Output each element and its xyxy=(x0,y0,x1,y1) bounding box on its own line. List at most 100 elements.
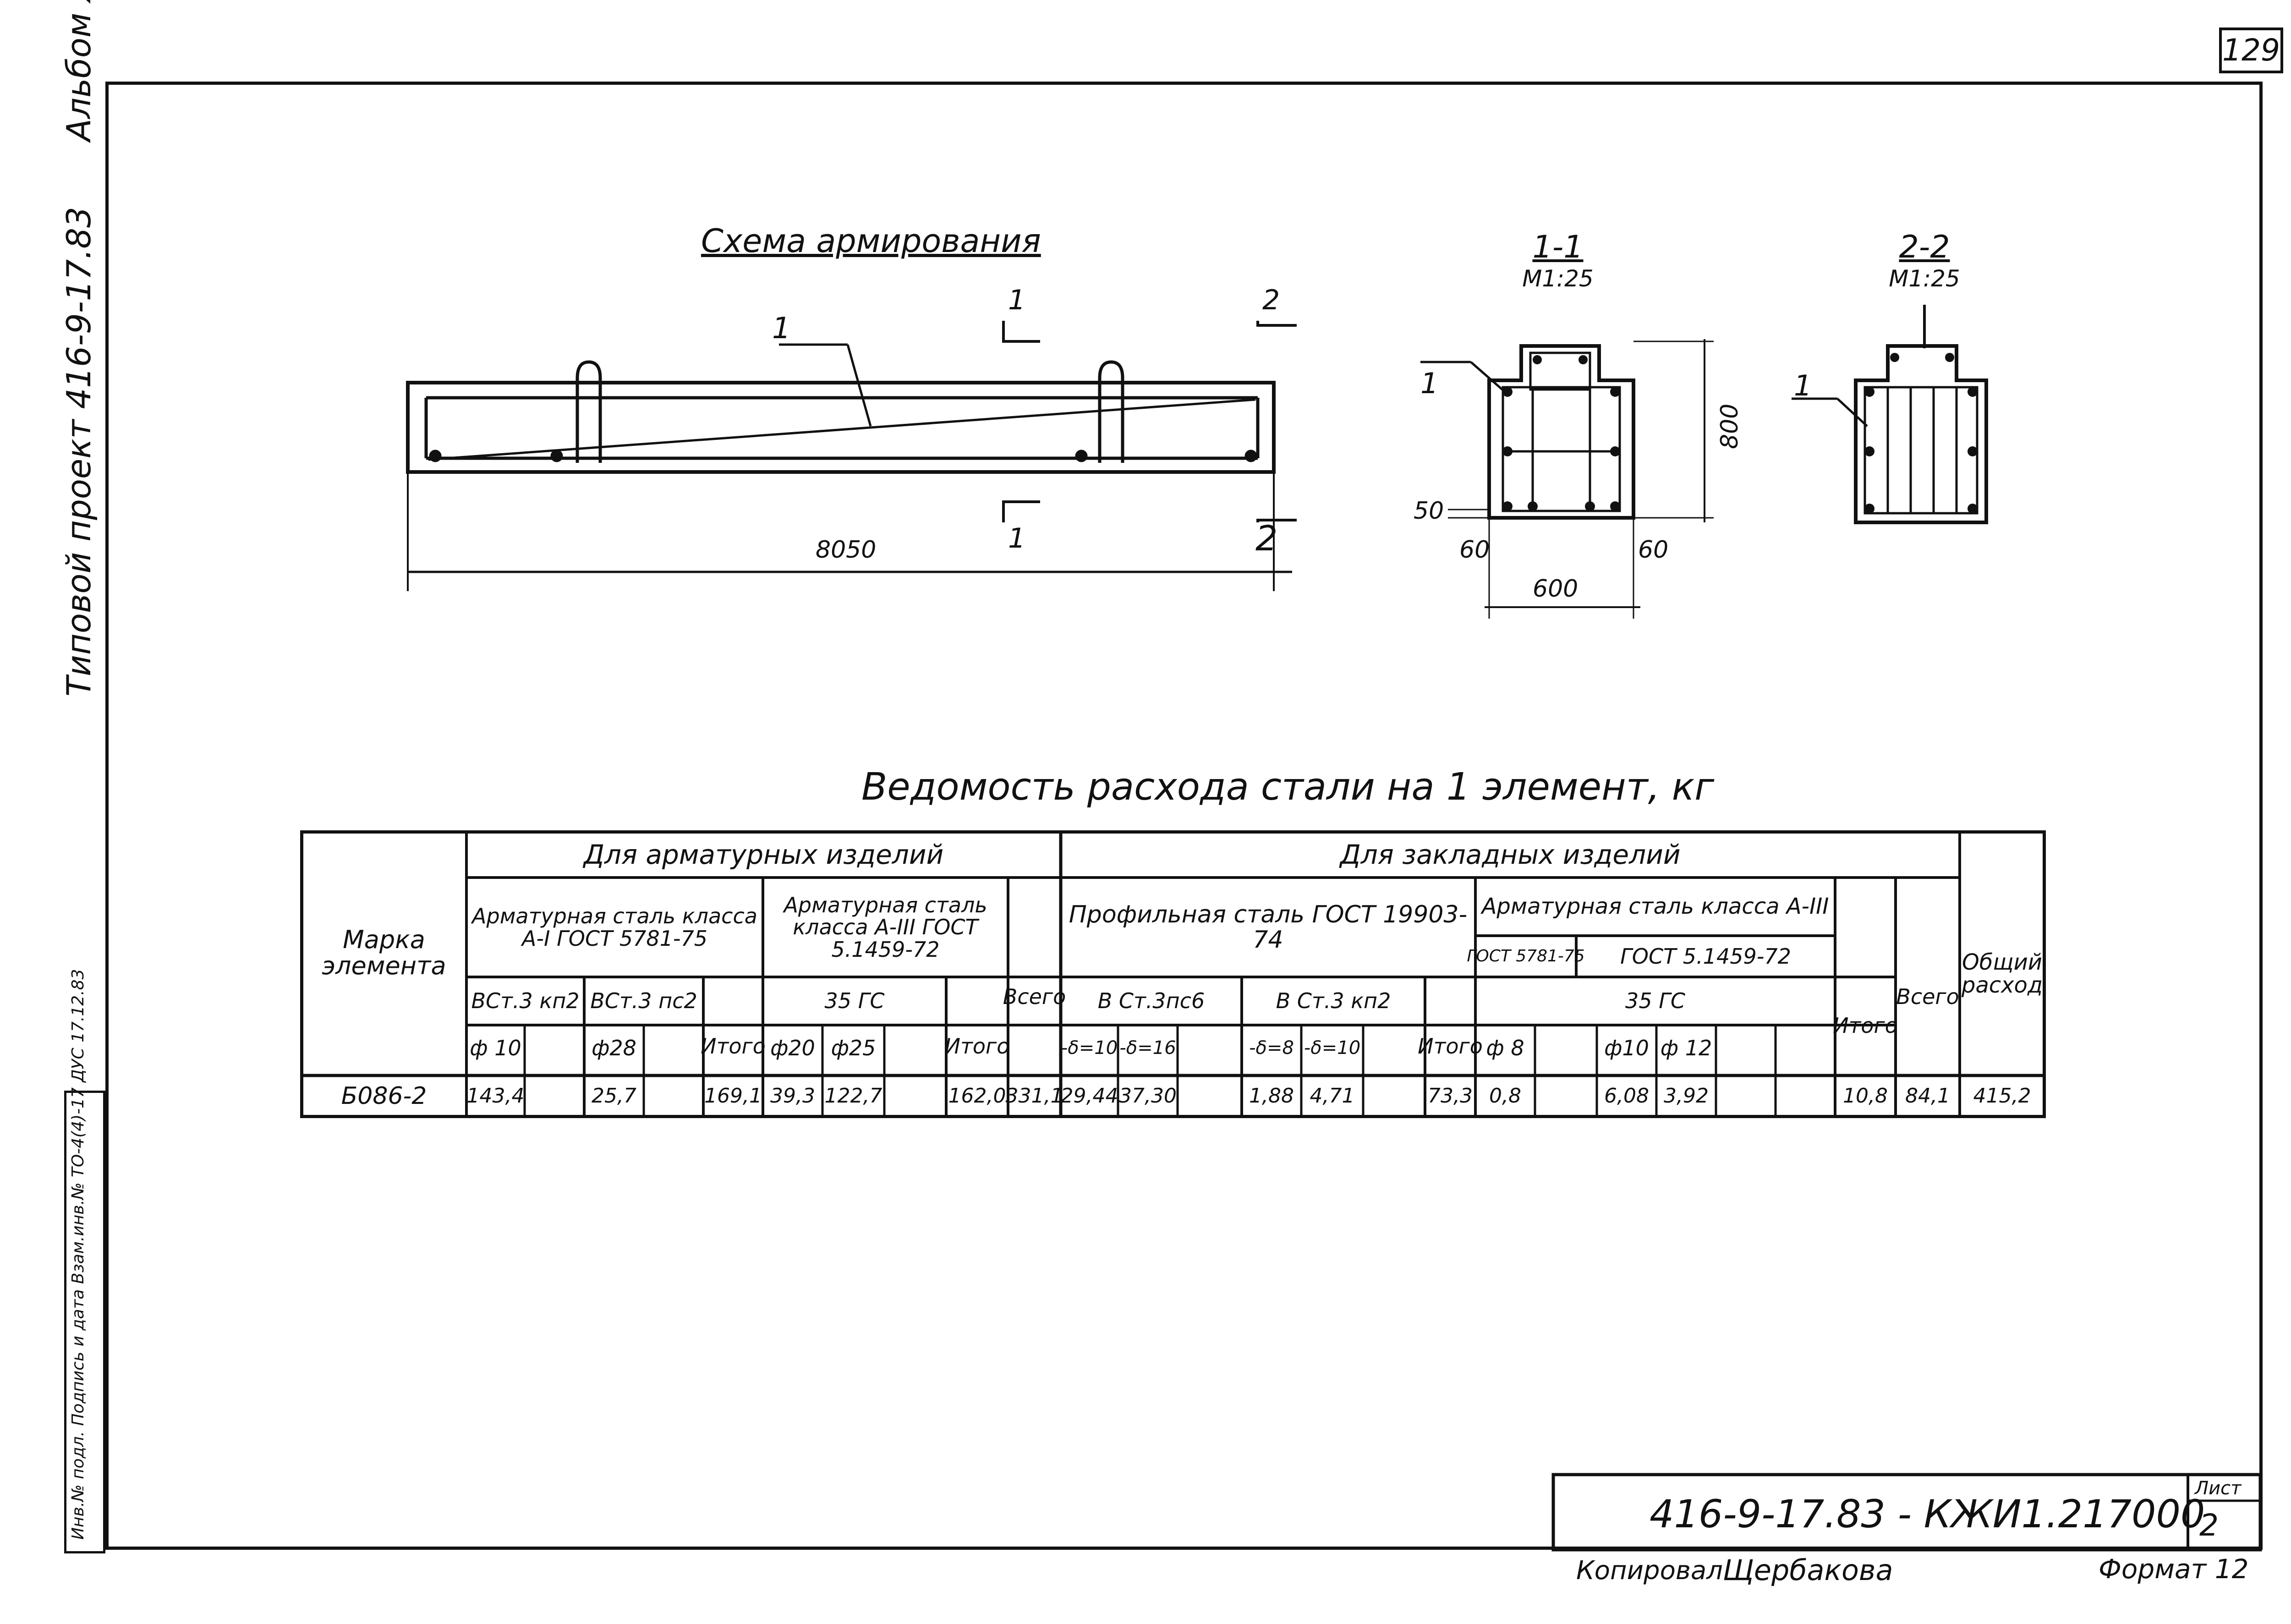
section-1-outline xyxy=(1487,344,1635,520)
dia-f10b: ф10 xyxy=(1604,1035,1649,1060)
document-number: 416-9-17.83 - КЖИ1.217000 xyxy=(1650,1492,2205,1536)
cell: 4,71 xyxy=(1310,1084,1355,1108)
sheet-number: 129 xyxy=(2219,27,2283,73)
col-a3: Арматурная сталь класса А-III ГОСТ 5.145… xyxy=(784,893,987,962)
callout-leader xyxy=(846,344,872,427)
section-1-scale: М1:25 xyxy=(1522,265,1594,292)
col-vst3ps2: ВСт.3 пс2 xyxy=(590,988,697,1014)
col-itogo-prof: Итого xyxy=(1418,1034,1483,1059)
section-mark-label: 1 xyxy=(1008,522,1026,554)
cell: 0,8 xyxy=(1489,1084,1521,1108)
col-itogo-z: Итого xyxy=(1833,1013,1898,1038)
section-1-cage xyxy=(1502,386,1621,512)
cell: 3,92 xyxy=(1664,1084,1709,1108)
section-mark-1-top xyxy=(1002,321,1040,343)
col-itogo-a1: Итого xyxy=(701,1034,766,1059)
section-1-label: 1-1 xyxy=(1532,229,1584,265)
section-mark-2-bottom xyxy=(1256,519,1297,522)
col-itogo-a3: Итого xyxy=(944,1034,1010,1059)
section-mark-2-top xyxy=(1256,321,1297,327)
col-a3z: Арматурная сталь класса А-III xyxy=(1481,894,1829,920)
col-total: Общий расход xyxy=(1961,949,2043,998)
section-mark-label: 2 xyxy=(1255,518,1278,559)
section-2-cage xyxy=(1863,386,1979,515)
dim-600-label: 600 xyxy=(1533,575,1578,603)
sheet-value: 2 xyxy=(2199,1508,2219,1543)
table-title: Ведомость расхода стали на 1 элемент, кг xyxy=(861,765,1715,809)
dia-f8: ф 8 xyxy=(1486,1035,1524,1060)
cell: 37,30 xyxy=(1119,1084,1177,1108)
section-2-scale: М1:25 xyxy=(1889,265,1960,292)
col-vst3ps6: В Ст.3пс6 xyxy=(1097,988,1205,1014)
cell: 331,1 xyxy=(1005,1084,1063,1108)
section-mark-label: 2 xyxy=(1262,284,1280,316)
dim-60-right: 60 xyxy=(1638,536,1669,564)
cell: 73,3 xyxy=(1428,1084,1473,1108)
cell: 10,8 xyxy=(1843,1084,1888,1108)
col-marka: Марка элемента xyxy=(322,925,446,980)
dim-60-left: 60 xyxy=(1459,536,1490,564)
dia-f28: ф28 xyxy=(592,1035,636,1060)
section-2-title: 2-2 М1:25 xyxy=(1879,229,1970,292)
schema-title: Схема армирования xyxy=(701,222,1041,260)
drawing-frame xyxy=(105,82,2263,1550)
approval-stamp xyxy=(64,1091,105,1553)
cell: 169,1 xyxy=(704,1084,762,1108)
rebar-dot xyxy=(1244,450,1257,462)
copied-label: Копировал xyxy=(1576,1556,1723,1586)
cell: 162,0 xyxy=(948,1084,1006,1108)
dia-f25: ф25 xyxy=(831,1035,876,1060)
dia-d10b: -δ=10 xyxy=(1304,1037,1361,1059)
rebar-dot xyxy=(429,450,442,462)
dim-50-label: 50 xyxy=(1414,497,1444,525)
dia-f10: ф 10 xyxy=(470,1035,521,1060)
sheet-label: Лист xyxy=(2195,1478,2242,1499)
section-mark-1-bottom xyxy=(1002,500,1040,522)
dia-d16: -δ=16 xyxy=(1119,1037,1176,1059)
cell: 1,88 xyxy=(1249,1084,1294,1108)
lifting-loop-right xyxy=(1098,360,1124,463)
rebar-dot xyxy=(550,450,563,462)
cell: 25,7 xyxy=(592,1084,636,1108)
col-gost5781: ГОСТ 5781-75 xyxy=(1467,947,1585,966)
cell: 143,4 xyxy=(466,1084,525,1108)
dia-d8: -δ=8 xyxy=(1249,1037,1294,1059)
col-vsego-z: Всего xyxy=(1896,984,1959,1009)
cell: 29,44 xyxy=(1060,1084,1118,1108)
section-mark-label: 1 xyxy=(1008,284,1026,316)
title-block-frame xyxy=(1551,1473,2262,1552)
section-2-label: 2-2 xyxy=(1899,229,1950,265)
dia-f12: ф 12 xyxy=(1660,1035,1712,1060)
col-gost5459: ГОСТ 5.1459-72 xyxy=(1620,944,1791,969)
cell: 84,1 xyxy=(1905,1084,1950,1108)
length-dimension: 8050 xyxy=(816,536,877,564)
row-mark: Б086-2 xyxy=(341,1082,427,1110)
cell: 415,2 xyxy=(1973,1084,2031,1108)
dia-f20: ф20 xyxy=(770,1035,815,1060)
dim-800-label: 800 xyxy=(1716,403,1743,449)
group-armatur: Для арматурных изделий xyxy=(583,839,944,870)
section-2-callout: 1 xyxy=(1794,369,1812,402)
col-35gs-z: 35 ГС xyxy=(1625,988,1685,1014)
section-1-callout: 1 xyxy=(1420,367,1439,400)
cell: 122,7 xyxy=(824,1084,882,1108)
dia-d10: -δ=10 xyxy=(1061,1037,1118,1059)
col-prof: Профильная сталь ГОСТ 19903-74 xyxy=(1069,900,1468,954)
rebar-dot xyxy=(1075,450,1088,462)
schema-callout: 1 xyxy=(772,312,791,346)
group-zaklad: Для закладных изделий xyxy=(1340,839,1681,870)
col-35gs: 35 ГС xyxy=(824,988,885,1014)
col-vst3kp2b: В Ст.3 кп2 xyxy=(1276,988,1391,1014)
lifting-loop-left xyxy=(575,360,602,463)
beam-outline xyxy=(406,381,1276,474)
col-vst3kp2: ВСт.3 кп2 xyxy=(471,988,580,1014)
col-a1: Арматурная сталь класса А-I ГОСТ 5781-75 xyxy=(472,904,757,951)
col-vsego-arm: Всего xyxy=(1003,984,1066,1009)
section-2-outline xyxy=(1854,344,1988,524)
section-1-topcage xyxy=(1529,351,1591,391)
section-1-title: 1-1 М1:25 xyxy=(1512,229,1604,292)
steel-table-grid xyxy=(300,830,2046,1118)
copied-name: Щербакова xyxy=(1723,1553,1893,1587)
cell: 39,3 xyxy=(770,1084,815,1108)
